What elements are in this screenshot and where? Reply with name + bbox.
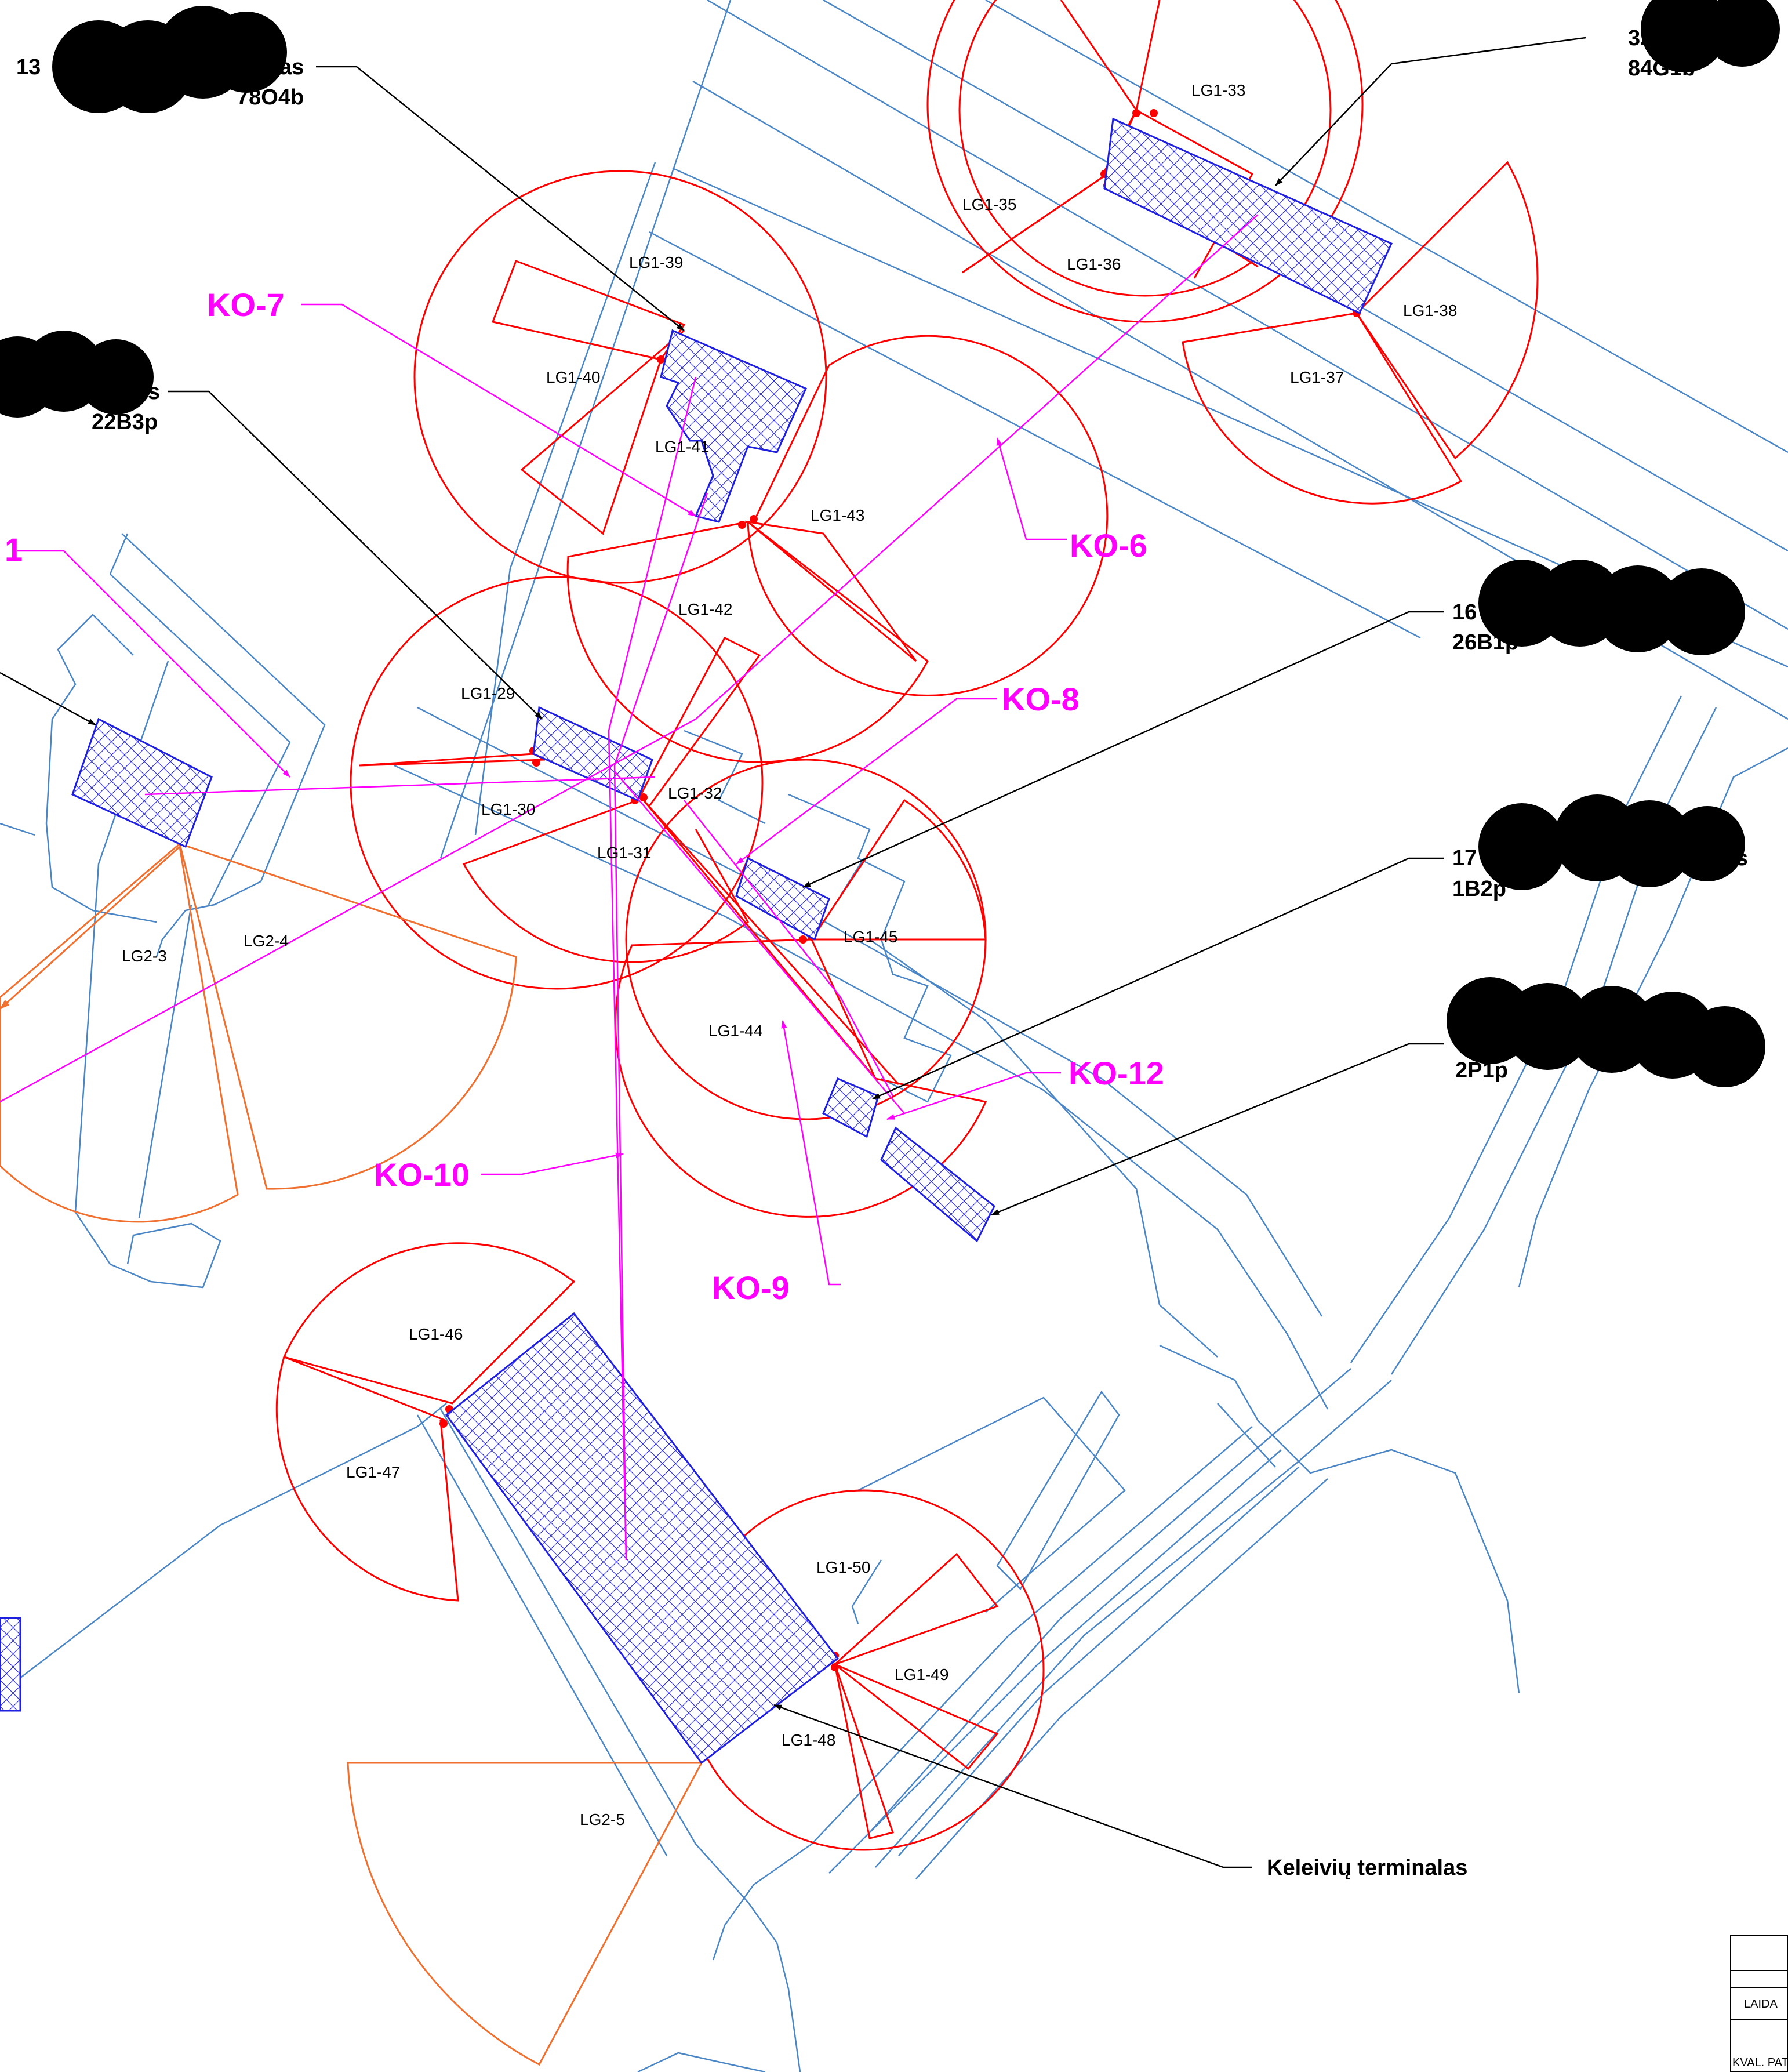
label-lg1-33: LG1-33 [1191,81,1245,99]
label-ko-12: KO-12 [1069,1055,1164,1091]
label-lg1-47: LG1-47 [346,1463,400,1481]
buildings [0,117,1393,1765]
building-1B2p [822,1077,880,1138]
view-labels: 1 KO-7 KO-6 KO-8 KO-12 KO-10 KO-9 [5,286,1164,1306]
label-lg1-36: LG1-36 [1067,255,1121,273]
label-ko-6: KO-6 [1070,527,1147,564]
label-lg2-5: LG2-5 [580,1810,625,1828]
building-left [71,717,213,848]
label-lg1-42: LG1-42 [678,600,732,618]
label-lg1-48: LG1-48 [782,1731,835,1749]
label-lg1-41: LG1-41 [655,438,709,456]
label-lg1-43: LG1-43 [811,506,864,524]
building-2P1p [880,1126,995,1243]
view-lines [0,214,1259,1561]
label-ko-7: KO-7 [207,286,285,323]
camera-zones-lg2 [0,842,703,2066]
label-ko-8: KO-8 [1002,681,1080,717]
label-b22-line2: 22B3p [92,410,158,434]
building-26B1p [735,857,830,941]
title-block-kval-patv: KVAL. PATV [1732,2056,1788,2069]
title-block-laida: LAIDA [1744,1998,1778,2011]
building-22B3p [532,706,653,802]
label-ko-1: 1 [5,531,23,568]
label-lg1-30: LG1-30 [481,800,535,818]
leader-lines [0,37,1586,1868]
building-left-edge [0,1617,21,1712]
label-lg1-45: LG1-45 [844,928,897,946]
label-lg1-31: LG1-31 [597,844,651,862]
label-ko-10: KO-10 [374,1156,470,1193]
label-lg1-32: LG1-32 [668,784,722,802]
label-lg1-46: LG1-46 [409,1325,463,1343]
camera-labels: LG1-33 LG1-35 LG1-36 LG1-37 LG1-38 LG1-3… [122,81,1457,1828]
building-terminal [445,1312,840,1765]
label-lg2-3: LG2-3 [122,947,167,965]
label-lg1-35: LG1-35 [962,195,1016,213]
building-78O4b [1103,117,1393,315]
redaction-marks [0,0,1780,1087]
label-lg1-50: LG1-50 [816,1558,870,1576]
camera-zones-lg1 [275,0,1539,1851]
label-lg1-29: LG1-29 [461,684,515,702]
label-lg1-49: LG1-49 [895,1665,948,1683]
label-lg1-40: LG1-40 [546,368,600,386]
label-terminal: Keleivių terminalas [1267,1856,1467,1880]
label-b13-prefix: 13 [16,55,41,79]
building-upper-center [660,329,807,523]
label-lg1-37: LG1-37 [1290,368,1344,386]
label-ko-9: KO-9 [712,1269,790,1306]
label-lg1-39: LG1-39 [629,253,683,271]
title-block: LAIDA KVAL. PATV [1730,1935,1788,2072]
label-lg1-44: LG1-44 [708,1022,762,1040]
label-lg1-38: LG1-38 [1403,302,1457,320]
label-lg2-4: LG2-4 [244,932,289,950]
